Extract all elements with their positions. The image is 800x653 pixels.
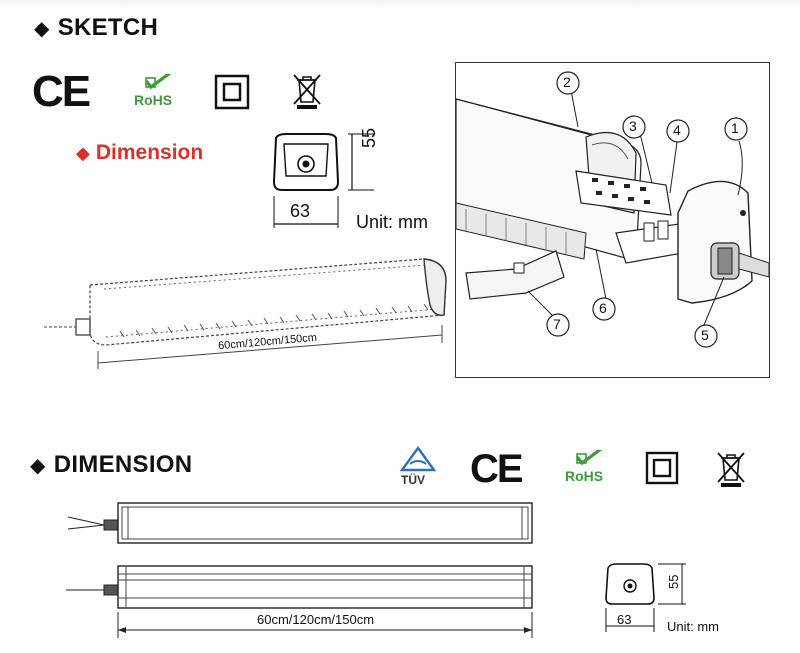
diamond-bullet-icon: ◆ xyxy=(30,455,46,477)
dimension-label-text: Dimension xyxy=(95,141,204,164)
tube-top-view xyxy=(60,495,540,552)
diamond-bullet-icon: ◆ xyxy=(76,143,90,163)
part-callout-7: 7 xyxy=(553,316,561,332)
sketch-heading-text: SKETCH xyxy=(57,14,159,41)
rohs-icon: RoHS xyxy=(132,71,184,114)
tube-side-view xyxy=(60,560,540,645)
unit-label: Unit: mm xyxy=(356,212,428,232)
weee-bin-icon xyxy=(716,450,746,493)
ce-mark-icon: CE xyxy=(470,447,524,491)
length-label: 60cm/120cm/150cm xyxy=(254,612,378,627)
bottom-cross-section xyxy=(600,560,700,641)
ce-mark-text: CE xyxy=(470,447,524,491)
part-callout-1: 1 xyxy=(731,120,739,136)
class-ii-icon xyxy=(645,451,679,490)
top-divider xyxy=(0,0,800,8)
part-callout-3: 3 xyxy=(629,118,637,134)
part-callout-4: 4 xyxy=(673,122,681,138)
tuv-text: TÜV xyxy=(401,473,425,487)
width-value: 63 xyxy=(290,201,311,221)
part-callout-2: 2 xyxy=(563,74,571,90)
part-callout-5: 5 xyxy=(701,327,709,343)
class-ii-icon xyxy=(214,74,250,115)
rohs-text: RoHS xyxy=(134,92,173,108)
sketch-heading: ◆ SKETCH xyxy=(34,14,158,42)
tube-perspective-drawing xyxy=(34,255,454,385)
exploded-view-panel xyxy=(455,62,770,378)
diamond-bullet-icon: ◆ xyxy=(34,18,50,40)
rohs-icon: RoHS xyxy=(563,447,615,490)
ce-mark-icon: CE xyxy=(32,67,91,116)
ce-mark-text: CE xyxy=(32,67,91,116)
bottom-width-value: 63 xyxy=(617,612,632,627)
cross-section-drawing xyxy=(262,130,382,245)
part-callout-6: 6 xyxy=(599,300,607,316)
weee-bin-icon xyxy=(292,72,322,115)
height-value: 55 xyxy=(359,127,379,148)
dimension-label: ◆Dimension xyxy=(76,141,203,165)
dimension-heading-text: DIMENSION xyxy=(53,451,193,478)
bottom-height-value: 55 xyxy=(666,574,681,589)
dimension-heading: ◆ DIMENSION xyxy=(30,451,192,479)
tuv-icon: TÜV xyxy=(398,445,438,492)
rohs-text: RoHS xyxy=(565,468,604,484)
bottom-unit-label: Unit: mm xyxy=(667,619,719,634)
